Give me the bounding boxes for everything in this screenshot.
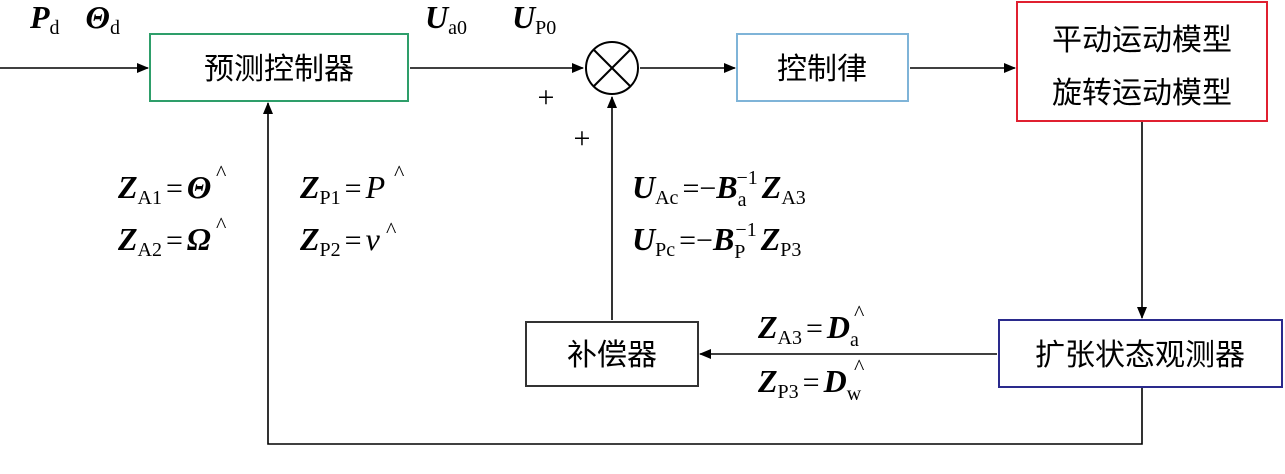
zp2-hat: ^	[386, 217, 397, 242]
zp1-equation: ZP1=P	[299, 169, 385, 209]
za3-hat: ^	[854, 300, 865, 325]
junction-sign-bottom: +	[574, 122, 591, 155]
feedback-loop-line	[263, 102, 1143, 445]
compensator-label: 补偿器	[567, 338, 657, 373]
zp2-equation: ZP2=v	[299, 221, 381, 261]
translational-model-label: 平动运动模型	[1052, 23, 1232, 58]
control-law-label: 控制律	[777, 52, 867, 87]
summing-junction	[585, 41, 639, 95]
predictive-controller-label: 预测控制器	[204, 52, 354, 87]
up0-label: UP0	[512, 0, 556, 39]
zp1-hat: ^	[394, 160, 405, 185]
zp3-equation: ZP3=Dw	[757, 363, 862, 405]
extended-state-observer-block: 扩张状态观测器	[998, 319, 1283, 388]
ua0-label: Ua0	[425, 0, 467, 39]
predictive-controller-block: 预测控制器	[149, 33, 409, 102]
zp3-hat: ^	[854, 354, 865, 379]
motion-model-block: 平动运动模型 旋转运动模型	[1016, 1, 1268, 122]
eso-label: 扩张状态观测器	[1035, 338, 1245, 373]
control-law-block: 控制律	[736, 33, 909, 102]
za1-hat: ^	[216, 160, 227, 185]
rotational-model-label: 旋转运动模型	[1052, 76, 1232, 111]
za2-equation: ZA2=Ω	[117, 221, 211, 261]
compensator-block: 补偿器	[525, 321, 699, 387]
za3-equation: ZA3=Da	[757, 309, 859, 351]
za1-equation: ZA1=Θ	[117, 169, 211, 209]
junction-sign-left: +	[538, 81, 555, 114]
za2-hat: ^	[216, 212, 227, 237]
